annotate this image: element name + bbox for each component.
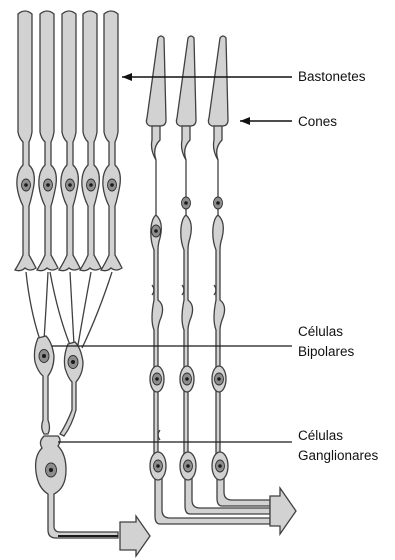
rod-ganglion-cell [36,436,118,538]
label-cones: Cones [298,113,337,131]
label-bastonetes: Bastonetes [298,68,366,86]
cone-output-arrow [270,488,296,534]
cones-group [146,36,270,524]
rod-cell [101,11,122,271]
bipolar-cell [34,336,54,434]
cone-cell [146,36,270,524]
rod-output-arrow [120,516,150,556]
label-ganglionares-line1: Células [298,427,343,445]
rod-bipolar-cells [34,336,83,436]
rod-bipolar-fibers [26,272,112,348]
label-ganglionares-line2: Ganglionares [298,447,378,465]
label-bipolares-line2: Bipolares [298,343,354,361]
rod-cell [15,11,36,271]
rod-cell [37,11,58,271]
label-bipolares-line1: Células [298,323,343,341]
cone-cell [208,36,270,506]
rod-cell [59,11,80,271]
bipolar-cell [60,342,83,436]
rod-cell [80,11,101,271]
rods-group [15,11,122,271]
